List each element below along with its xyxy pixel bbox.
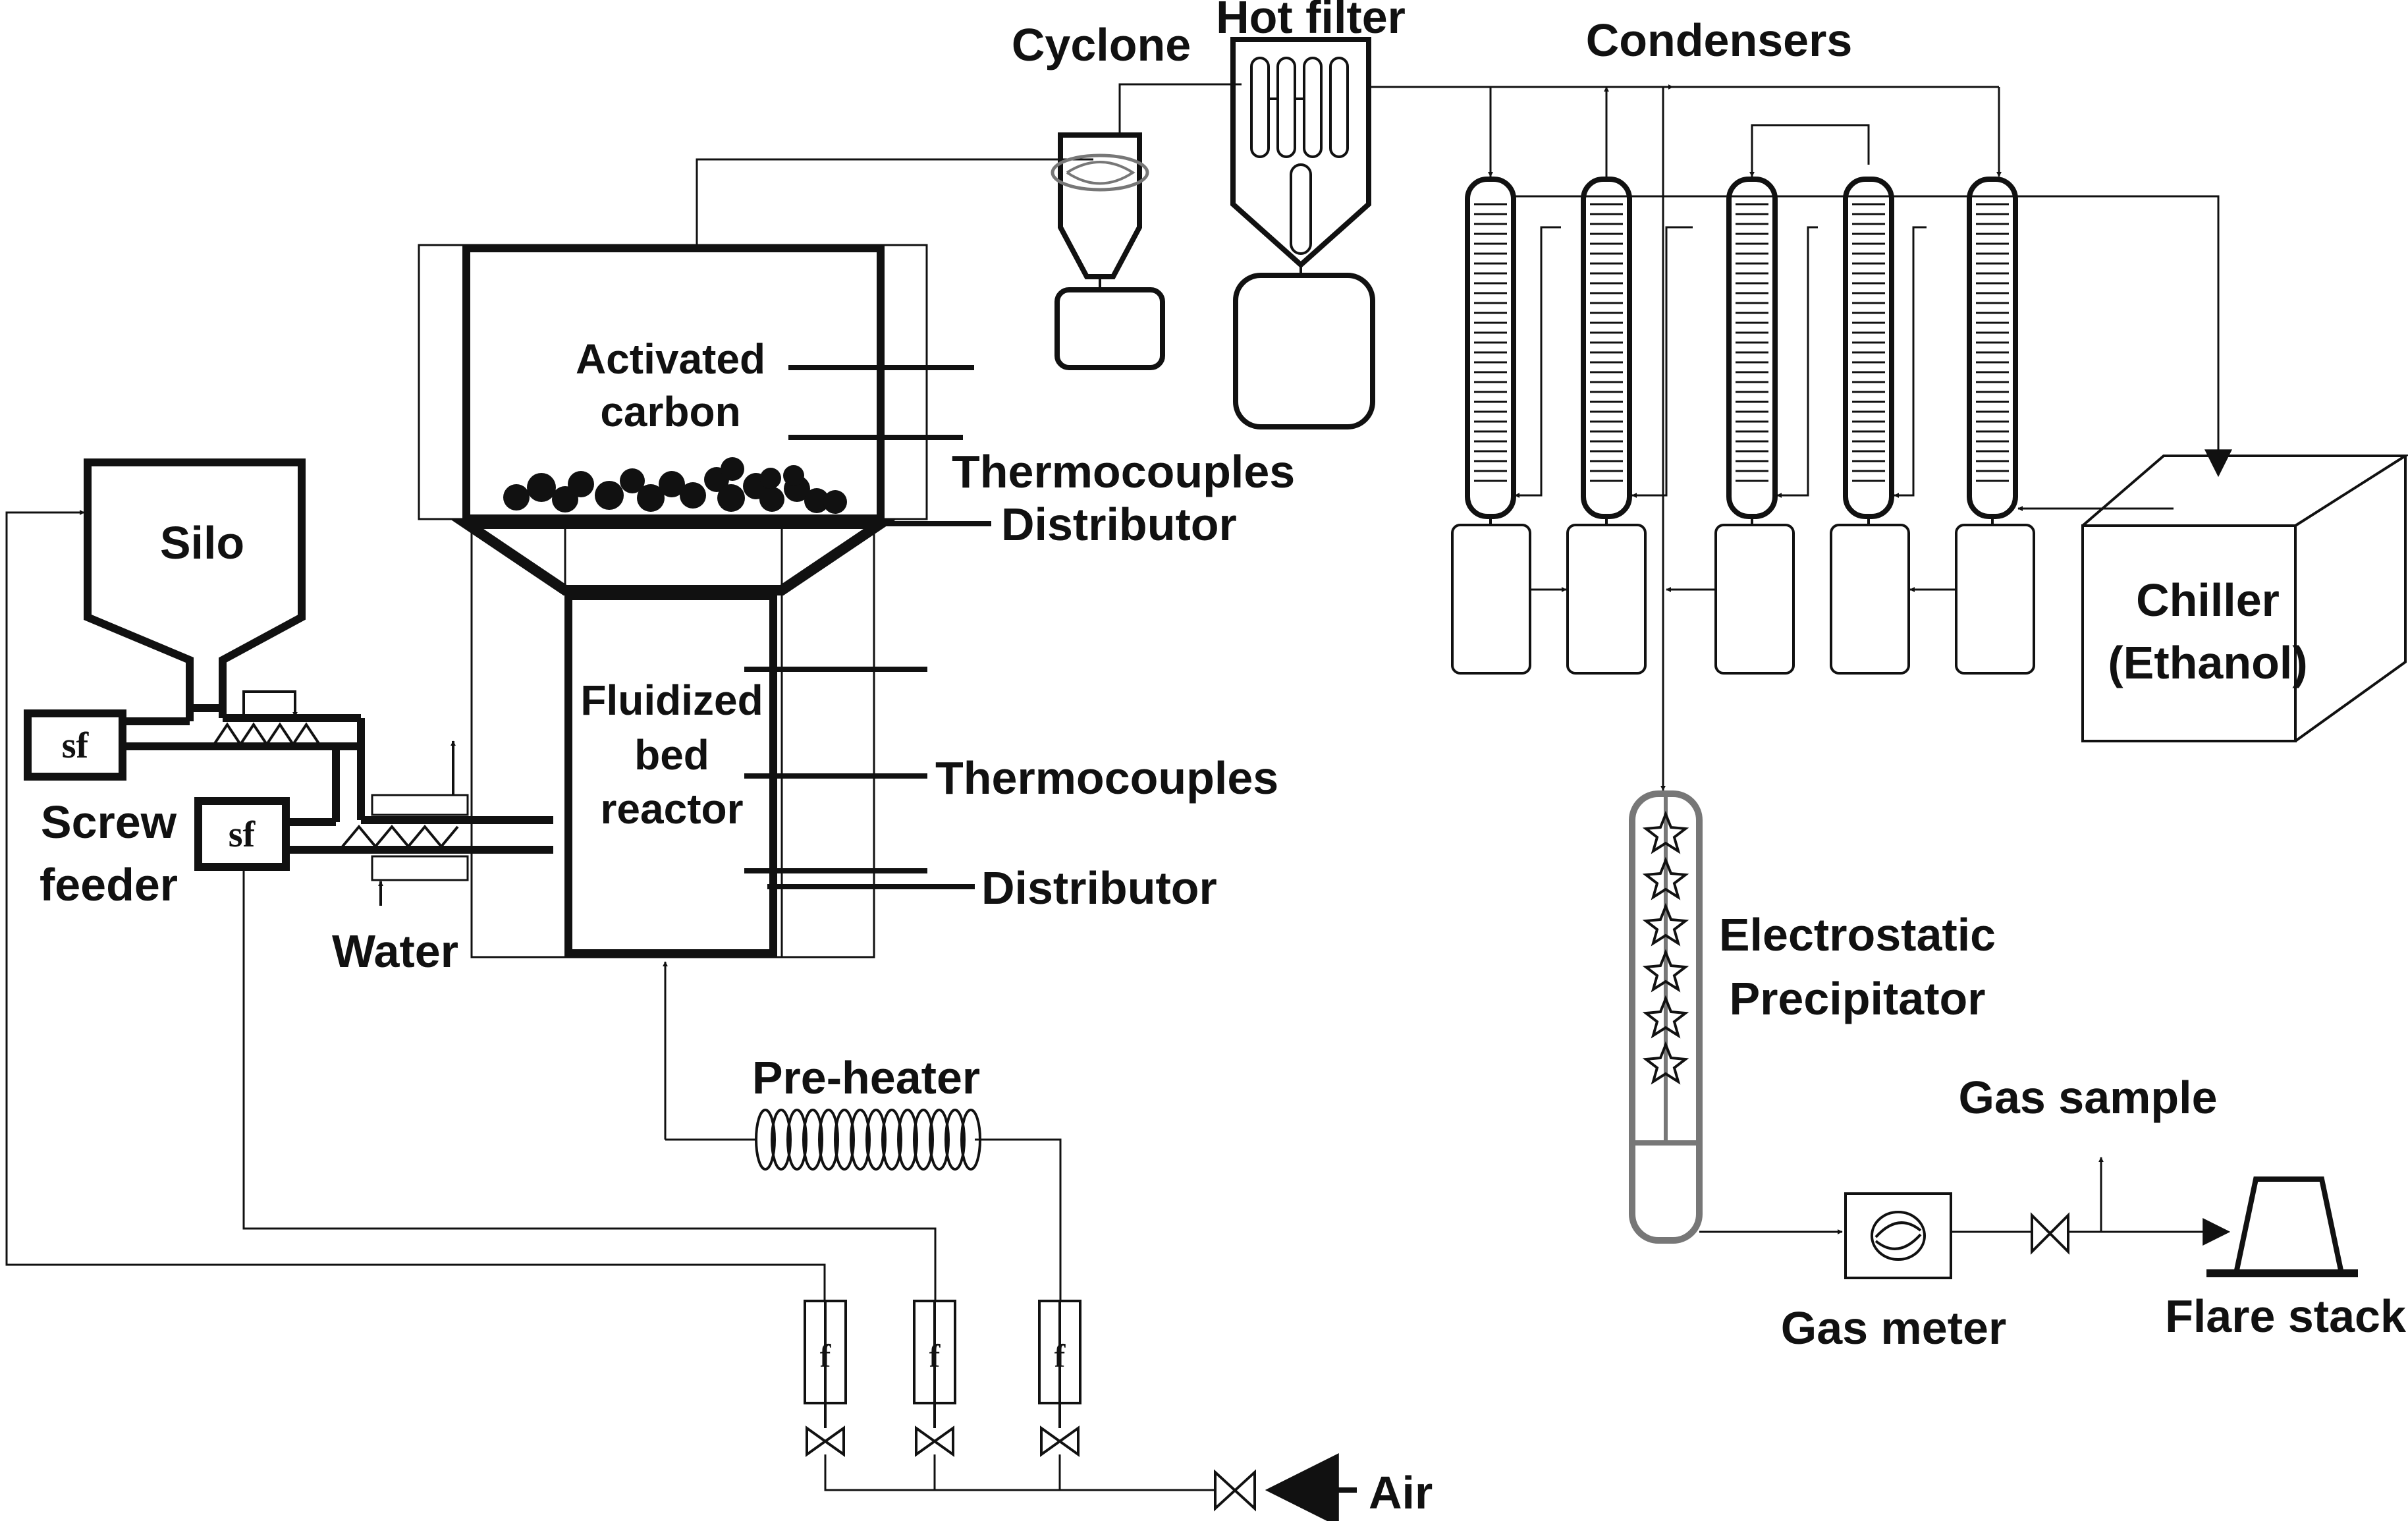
silo [84, 458, 306, 712]
esp-label-2: Precipitator [1730, 973, 1986, 1024]
gas-meter-label: Gas meter [1781, 1302, 2006, 1354]
pre-heater-label: Pre-heater [752, 1052, 980, 1103]
air-label: Air [1369, 1467, 1433, 1518]
condensers-label: Condensers [1586, 14, 1853, 66]
pre-heater-coil [755, 1109, 981, 1171]
hot-filter-label: Hot filter [1216, 0, 1406, 43]
screw-feeder-label-1: Screw [41, 796, 177, 848]
hot-filter [1230, 37, 1375, 429]
flare-stack-label: Flare stack [2165, 1290, 2406, 1342]
fluidized-label-2: bed [634, 731, 709, 779]
activated-carbon-label-1: Activated [576, 335, 765, 383]
screw-feeders [24, 690, 553, 906]
activated-carbon-particles [503, 457, 847, 514]
air-supply-lines [5, 510, 1357, 1521]
thermocouples-mid-label: Thermocouples [935, 752, 1278, 804]
sf-bottom-label: sf [229, 814, 256, 855]
activated-carbon-label-2: carbon [600, 388, 740, 435]
thermocouples-top-label: Thermocouples [952, 446, 1295, 497]
water-label: Water [332, 926, 458, 977]
fluidized-bed-reactor [418, 244, 991, 1140]
sf-top-label: sf [62, 725, 90, 766]
cyclone-label: Cyclone [1012, 19, 1191, 70]
precipitator-stars [1642, 810, 1689, 1085]
chiller-label-1: Chiller [2136, 574, 2280, 626]
chiller [2081, 455, 2408, 742]
screw-feeder-label-2: feeder [40, 859, 178, 910]
cyclone [696, 83, 1242, 370]
distributor-top-label: Distributor [1001, 499, 1237, 550]
distributor-bottom-label: Distributor [981, 862, 1217, 914]
flowmeter-3-label: f [1054, 1337, 1066, 1374]
flowmeter-valves [806, 1403, 1080, 1457]
flowmeter-2-label: f [929, 1337, 941, 1374]
gas-meter-line [1699, 1157, 2358, 1279]
condenser-coils [1474, 203, 2009, 482]
chiller-label-2: (Ethanol) [2108, 637, 2307, 688]
esp-label-1: Electrostatic [1719, 909, 1996, 960]
gas-sample-label: Gas sample [1959, 1072, 2218, 1123]
air-main-valve [1214, 1469, 1256, 1512]
condensers [1369, 84, 2232, 791]
gas-line-valve [2031, 1212, 2069, 1255]
electrostatic-precipitator [1629, 790, 1703, 1244]
fluidized-label-3: reactor [601, 785, 744, 833]
silo-label: Silo [160, 517, 244, 568]
fluidized-label-1: Fluidized [580, 677, 763, 724]
flowmeter-1-label: f [820, 1337, 832, 1374]
